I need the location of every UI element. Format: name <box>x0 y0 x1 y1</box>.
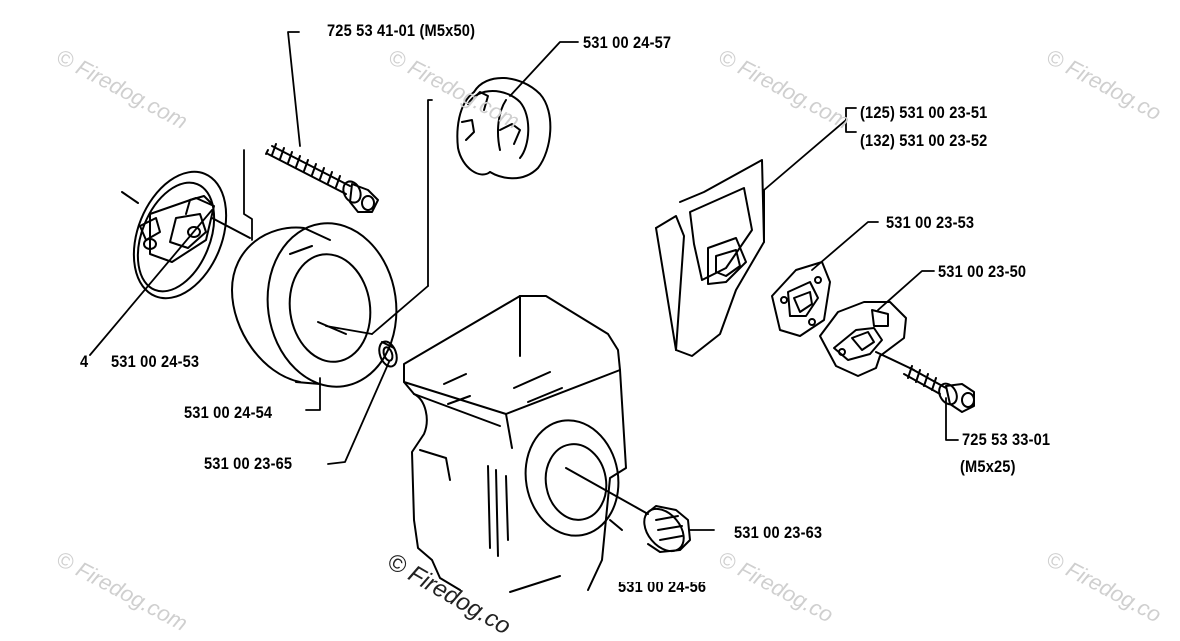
plate-part <box>656 160 764 356</box>
label-housing-partial: 531 00 24-56 <box>618 578 707 594</box>
label-washer: 531 00 23-65 <box>204 454 293 473</box>
ring-part <box>457 78 550 178</box>
label-gasket: 531 00 23-53 <box>886 213 975 232</box>
screw-m5x25-part <box>876 352 974 412</box>
label-ring: 531 00 24-57 <box>583 33 672 52</box>
label-cover-plate: 531 00 24-53 <box>111 352 200 371</box>
label-plate-125: (125) 531 00 23-51 <box>860 103 988 122</box>
screw-m5x50-part <box>266 144 378 212</box>
label-knob: 531 00 23-63 <box>734 523 823 542</box>
label-screw-m5x50: 725 53 41-01 (M5x50) <box>327 21 476 40</box>
label-left-mark: 4 <box>80 352 89 371</box>
gasket-part <box>772 262 830 336</box>
label-plate-132: (132) 531 00 23-52 <box>860 131 988 150</box>
label-filter: 531 00 24-54 <box>184 403 273 422</box>
housing-part <box>404 296 627 592</box>
label-screw-m5x25-size: (M5x25) <box>960 457 1016 476</box>
label-intake-flange: 531 00 23-50 <box>938 262 1027 281</box>
leader-lines <box>90 32 958 530</box>
intake-flange-part <box>820 302 906 376</box>
label-screw-m5x25-number: 725 53 33-01 <box>962 430 1051 449</box>
washer-part <box>376 339 400 369</box>
filter-part <box>232 215 407 395</box>
knob-part <box>566 468 692 559</box>
cover-plate-part <box>116 158 250 312</box>
